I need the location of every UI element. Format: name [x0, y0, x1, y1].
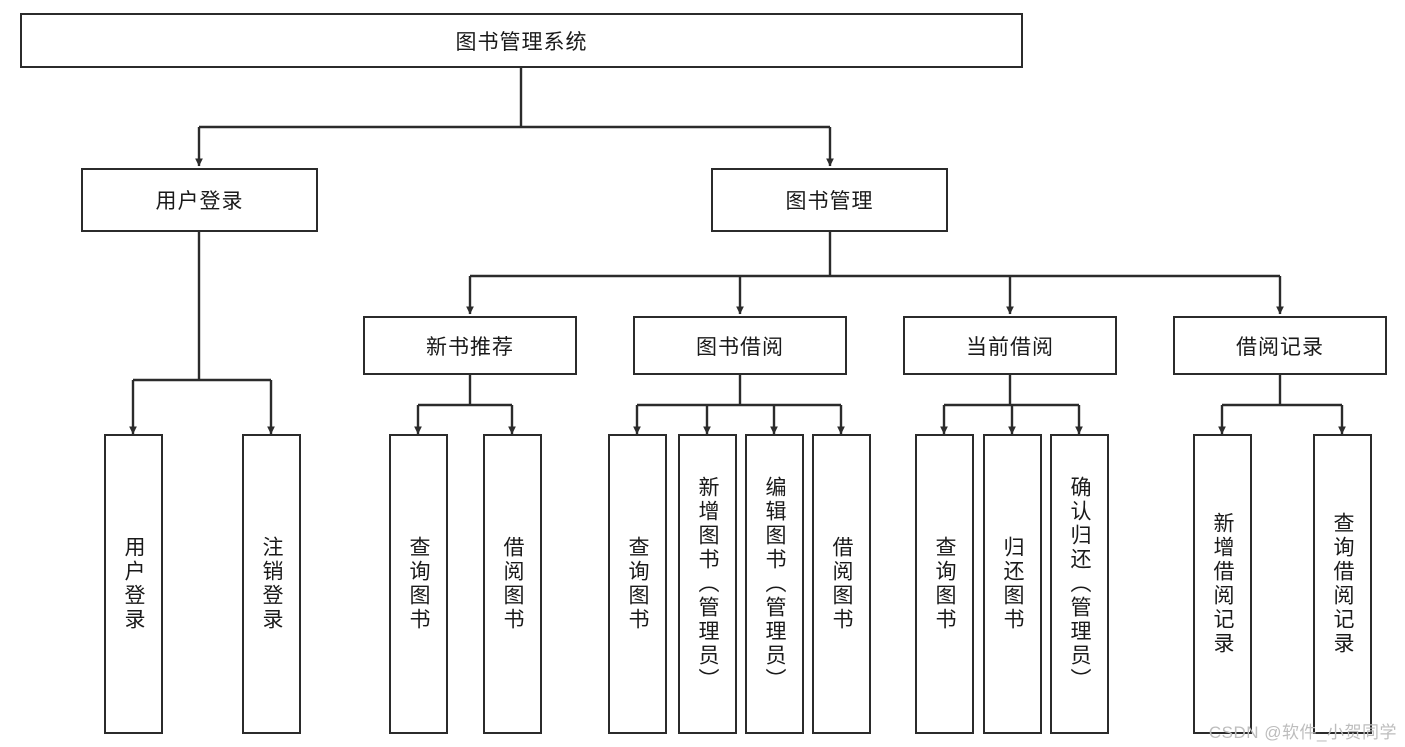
node-root-book-management-system[interactable]: 图书管理系统	[20, 13, 1023, 68]
node-leaf-edit-book-admin[interactable]: 编辑图书（管理员）	[745, 434, 804, 734]
node-label: 归还图书	[1001, 536, 1024, 632]
watermark-text: CSDN @软件_小贺同学	[1208, 723, 1397, 742]
node-leaf-user-login[interactable]: 用户登录	[104, 434, 163, 734]
node-label: 查询图书	[626, 536, 649, 632]
node-label: 编辑图书（管理员）	[763, 476, 786, 692]
node-leaf-query-book-current[interactable]: 查询图书	[915, 434, 974, 734]
node-book-management[interactable]: 图书管理	[711, 168, 948, 232]
node-label: 新增图书（管理员）	[696, 476, 719, 692]
node-leaf-borrow-book-newbook[interactable]: 借阅图书	[483, 434, 542, 734]
node-leaf-logout[interactable]: 注销登录	[242, 434, 301, 734]
node-current-borrowing[interactable]: 当前借阅	[903, 316, 1117, 375]
node-label: 用户登录	[122, 536, 145, 632]
node-label: 注销登录	[260, 536, 283, 632]
node-label: 新书推荐	[426, 335, 514, 359]
node-label: 借阅图书	[830, 536, 853, 632]
node-leaf-query-borrow-record[interactable]: 查询借阅记录	[1313, 434, 1372, 734]
node-label: 借阅图书	[501, 536, 524, 632]
node-label: 查询借阅记录	[1331, 512, 1354, 656]
node-label: 用户登录	[155, 190, 244, 213]
node-label: 图书管理系统	[455, 30, 588, 54]
node-leaf-add-borrow-record[interactable]: 新增借阅记录	[1193, 434, 1252, 734]
node-leaf-return-book[interactable]: 归还图书	[983, 434, 1042, 734]
node-user-login[interactable]: 用户登录	[81, 168, 318, 232]
node-label: 借阅记录	[1236, 335, 1324, 359]
node-leaf-confirm-return-admin[interactable]: 确认归还（管理员）	[1050, 434, 1109, 734]
node-leaf-query-book-borrow[interactable]: 查询图书	[608, 434, 667, 734]
node-borrowing-record[interactable]: 借阅记录	[1173, 316, 1387, 375]
node-label: 图书借阅	[696, 335, 784, 359]
node-label: 查询图书	[407, 536, 430, 632]
node-label: 查询图书	[933, 536, 956, 632]
node-label: 确认归还（管理员）	[1068, 476, 1091, 692]
node-leaf-query-book-newbook[interactable]: 查询图书	[389, 434, 448, 734]
node-book-borrowing[interactable]: 图书借阅	[633, 316, 847, 375]
node-label: 图书管理	[785, 190, 874, 213]
node-new-book-recommendation[interactable]: 新书推荐	[363, 316, 577, 375]
node-label: 当前借阅	[966, 335, 1054, 359]
node-leaf-add-book-admin[interactable]: 新增图书（管理员）	[678, 434, 737, 734]
node-leaf-borrow-book[interactable]: 借阅图书	[812, 434, 871, 734]
node-label: 新增借阅记录	[1211, 512, 1234, 656]
